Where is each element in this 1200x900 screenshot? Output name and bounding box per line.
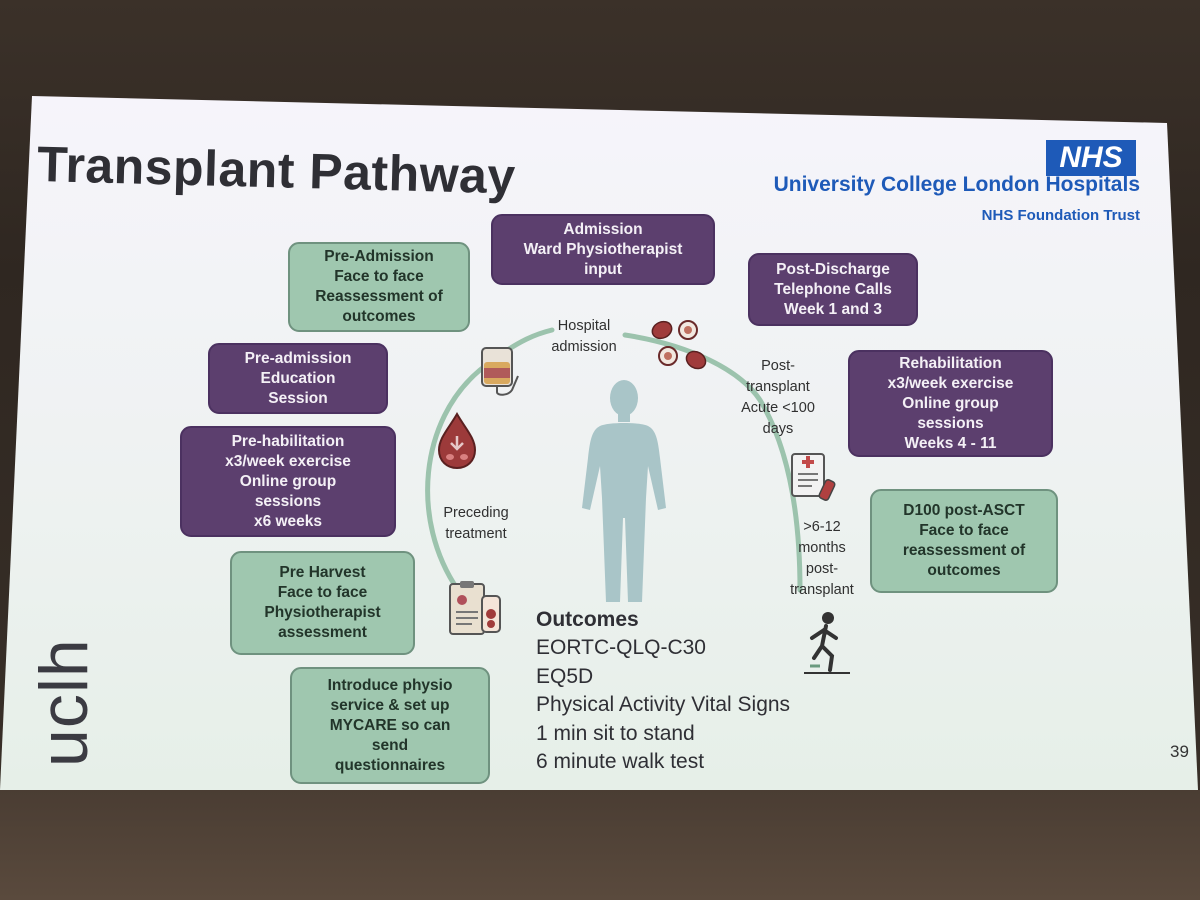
outcomes-list: Outcomes EORTC-QLQ-C30 EQ5D Physical Act… xyxy=(536,606,790,777)
box-line: Introduce physio xyxy=(327,676,453,694)
nhs-logo: NHS xyxy=(1046,140,1136,176)
box-line: sessions xyxy=(254,492,322,510)
box-line: Face to face xyxy=(334,268,424,285)
box-line: assessment xyxy=(278,624,367,641)
page-number: 39 xyxy=(1170,742,1189,761)
box-line: x3/week exercise xyxy=(225,452,351,470)
uclh-logo-text: uclh xyxy=(26,638,102,767)
box-line: Rehabilitation xyxy=(899,354,1002,372)
box-line: questionnaires xyxy=(334,756,446,774)
clipboard-icon xyxy=(449,581,501,635)
box-line: Online group xyxy=(902,394,999,412)
box-line: Pre Harvest xyxy=(279,564,366,581)
medical-report-icon xyxy=(791,453,836,501)
label-line: post- xyxy=(805,561,839,577)
box-line: x3/week exercise xyxy=(887,374,1014,392)
pre-admission-reassessment-box: Pre-Admission Face to face Reassessment … xyxy=(288,242,470,332)
pre-harvest-box: Pre Harvest Face to face Physiotherapist… xyxy=(230,551,415,655)
iv-bag-icon xyxy=(481,347,519,396)
organization-name: University College London Hospitals xyxy=(773,173,1140,196)
box-line: service & set up xyxy=(330,696,450,714)
box-line: outcomes xyxy=(927,562,1001,579)
outcome-item: 6 minute walk test xyxy=(536,750,705,773)
box-line: D100 post-ASCT xyxy=(903,502,1025,519)
box-line: Reassessment of xyxy=(315,288,443,305)
box-line: outcomes xyxy=(342,308,416,325)
box-line: sessions xyxy=(917,414,984,432)
blood-cells-icon xyxy=(651,320,707,370)
box-line: Ward Physiotherapist xyxy=(523,240,683,258)
outcome-item: EQ5D xyxy=(536,664,594,688)
box-line: Session xyxy=(268,389,328,407)
box-line: Pre-Admission xyxy=(324,248,434,265)
post-transplant-label: Post- transplant Acute <100 days xyxy=(733,356,823,440)
outcome-item: Physical Activity Vital Signs xyxy=(536,693,791,716)
box-line: x6 weeks xyxy=(253,512,323,530)
box-line: Online group xyxy=(239,472,337,490)
preceding-treatment-label: Preceding treatment xyxy=(434,503,518,545)
label-line: Post- xyxy=(761,358,795,374)
box-line: Weeks 4 - 11 xyxy=(904,434,997,452)
box-line: send xyxy=(371,736,409,754)
box-line: Telephone Calls xyxy=(774,280,892,298)
hospital-admission-label: Hospital admission xyxy=(545,316,623,358)
rehabilitation-box: Rehabilitation x3/week exercise Online g… xyxy=(848,350,1053,457)
box-line: Admission xyxy=(563,220,643,238)
label-line: months xyxy=(798,540,846,556)
months-post-transplant-label: >6-12 months post- transplant xyxy=(777,517,867,601)
label-line: Preceding xyxy=(443,505,509,521)
pre-habilitation-box: Pre-habilitation x3/week exercise Online… xyxy=(180,426,396,537)
label-line: days xyxy=(762,421,794,437)
box-line: Pre-admission xyxy=(244,349,352,367)
introduce-physio-box: Introduce physio service & set up MYCARE… xyxy=(290,667,490,784)
box-line: Face to face xyxy=(919,522,1009,539)
box-line: Post-Discharge xyxy=(776,260,890,278)
outcome-item: EORTC-QLQ-C30 xyxy=(536,636,706,659)
box-line: input xyxy=(584,260,622,278)
label-line: transplant xyxy=(790,582,854,598)
label-line: admission xyxy=(551,339,617,355)
box-line: Physiotherapist xyxy=(264,604,381,621)
label-line: Hospital xyxy=(557,318,611,334)
post-discharge-box: Post-Discharge Telephone Calls Week 1 an… xyxy=(748,253,918,326)
pre-admission-education-box: Pre-admission Education Session xyxy=(208,343,388,414)
admission-box: Admission Ward Physiotherapist input xyxy=(491,214,715,285)
box-line: Week 1 and 3 xyxy=(784,300,882,318)
walking-person-icon xyxy=(804,612,850,674)
outcome-item: 1 min sit to stand xyxy=(536,721,695,745)
organization-trust: NHS Foundation Trust xyxy=(981,207,1140,224)
label-line: Acute <100 xyxy=(741,400,815,416)
box-line: MYCARE so can xyxy=(329,716,451,734)
blood-drop-icon xyxy=(437,412,477,470)
label-line: >6-12 xyxy=(803,519,841,535)
human-figure-icon xyxy=(582,380,666,602)
box-line: Education xyxy=(260,369,336,387)
d100-reassessment-box: D100 post-ASCT Face to face reassessment… xyxy=(870,489,1058,593)
label-line: treatment xyxy=(445,526,507,542)
box-line: Face to face xyxy=(277,584,368,601)
box-line: reassessment of xyxy=(902,542,1026,559)
outcomes-heading: Outcomes xyxy=(536,608,639,631)
box-line: Pre-habilitation xyxy=(231,432,345,450)
label-line: transplant xyxy=(746,379,810,395)
room-floor xyxy=(0,790,1200,900)
